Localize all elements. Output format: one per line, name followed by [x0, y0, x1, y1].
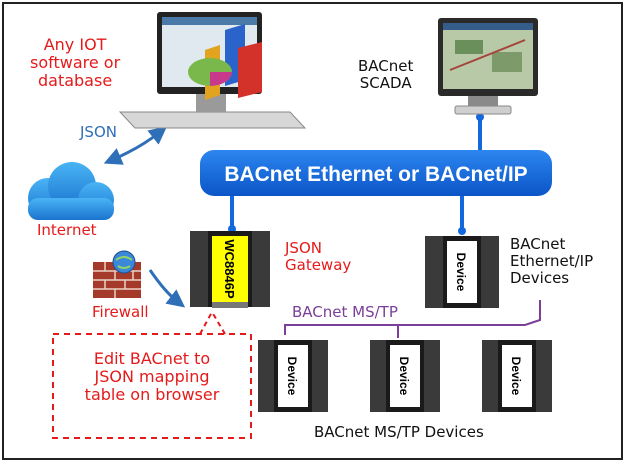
- callout-line-3: table on browser: [84, 384, 220, 404]
- json-arrow: [103, 126, 168, 165]
- iot-software-line-1: Any IOT: [43, 35, 107, 54]
- gateway-label: JSON Gateway: [285, 240, 351, 274]
- mstp-device-label-1: Device: [285, 357, 299, 396]
- callout-text: Edit BACnet to JSON mapping table on bro…: [62, 350, 242, 404]
- gateway-module: [190, 231, 270, 308]
- ethernet-device-module: [425, 236, 499, 308]
- computer-scada-icon: [438, 18, 538, 115]
- mstp-link-label: BACnet MS/TP: [292, 303, 398, 321]
- gateway-line-2: Gateway: [285, 255, 352, 274]
- mstp-devices-label: BACnet MS/TP Devices: [314, 423, 484, 441]
- network-bar: [200, 150, 552, 196]
- network-bar-label: BACnet Ethernet or BACnet/IP: [224, 163, 527, 186]
- mstp-device-module-2: [370, 340, 440, 412]
- callout-pointer: [199, 311, 226, 335]
- mstp-bus: [284, 300, 541, 335]
- gateway-module-label: WC8846P: [222, 239, 237, 299]
- iot-software-line-3: database: [37, 70, 113, 90]
- mstp-device-label-2: Device: [397, 357, 411, 396]
- internet-label: Internet: [37, 221, 97, 239]
- scada-line-2: SCADA: [359, 73, 412, 92]
- callout-line-1: Edit BACnet to: [93, 349, 211, 368]
- scada-line-1: BACnet: [358, 57, 414, 75]
- cloud-icon: [28, 162, 114, 220]
- firewall-label: Firewall: [92, 303, 149, 321]
- network-links: [230, 116, 482, 232]
- ethernet-devices-line-2: Ethernet/IP: [510, 251, 594, 270]
- gateway-line-1: JSON: [285, 239, 322, 257]
- firewall-icon: [93, 250, 141, 298]
- ethernet-devices-line-1: BACnet: [510, 235, 566, 253]
- firewall-arrow: [148, 269, 186, 308]
- json-link-label: JSON: [80, 123, 117, 141]
- mstp-device-label-3: Device: [509, 357, 523, 396]
- computer-chart-icon: [118, 12, 307, 129]
- scada-label: BACnet SCADA: [358, 58, 413, 92]
- iot-software-line-2: software or: [30, 52, 121, 72]
- callout-line-2: JSON mapping: [94, 366, 210, 386]
- callout-box: [52, 333, 252, 439]
- ethernet-devices-line-3: Devices: [510, 268, 570, 287]
- mstp-device-module-1: [258, 340, 328, 412]
- iot-software-label: Any IOT software or database: [30, 36, 120, 90]
- mstp-device-module-3: [482, 340, 552, 412]
- ethernet-devices-label: BACnet Ethernet/IP Devices: [510, 236, 593, 286]
- ethernet-device-label: Device: [454, 253, 468, 292]
